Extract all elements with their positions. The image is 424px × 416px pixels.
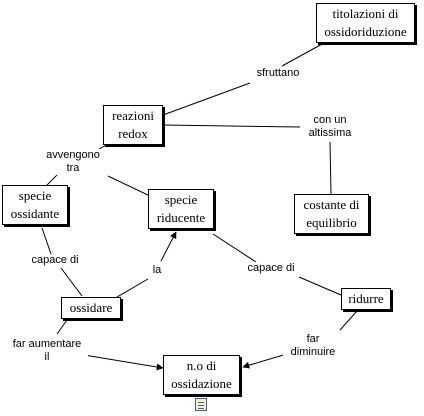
concept-reazioni-redox[interactable]: reazioni redox: [103, 105, 163, 145]
edge-capace-di-ridurre: [298, 276, 342, 296]
document-icon[interactable]: [195, 398, 207, 411]
edge-sfruttano-reazioni: [162, 82, 251, 116]
concept-specie-riducente[interactable]: specie riducente: [148, 189, 214, 229]
concept-costante-di-equilibrio[interactable]: costante di equilibrio: [294, 194, 369, 234]
edge-far-diminuire-no: [242, 352, 291, 369]
edge-avvengono-ossidante: [46, 174, 58, 186]
edge-avvengono-riducente: [107, 175, 151, 197]
edge-la-riducente: [160, 231, 177, 262]
link-label-sfruttano: sfruttano: [252, 67, 304, 80]
edge-ossidante-capace-di: [41, 227, 52, 255]
edge-titolazioni-sfruttano: [281, 42, 325, 67]
edge-ossidare-la: [116, 278, 149, 298]
edge-capace-di-ossidare: [60, 267, 83, 297]
concept-specie-ossidante[interactable]: specie ossidante: [2, 185, 68, 225]
edge-ridurre-far: [339, 310, 358, 331]
link-label-la: la: [150, 264, 164, 277]
link-label-far-aumentare-il: far aumentare il: [6, 338, 88, 364]
concept-ridurre[interactable]: ridurre: [341, 288, 391, 310]
concept-ossidare[interactable]: ossidare: [61, 297, 121, 319]
edge-ossidare-far-aumentare: [56, 319, 68, 335]
link-label-capace-di-riducente: capace di: [241, 262, 301, 275]
concept-titolazioni-di-ossidoriduzione[interactable]: titolazioni di ossidoriduzione: [316, 3, 415, 43]
link-label-far-diminuire: far diminuire: [283, 333, 343, 359]
edge-reazioni-con-un: [162, 124, 301, 128]
concept-no-di-ossidazione[interactable]: n.o di ossidazione: [163, 355, 240, 395]
link-label-con-un-altissima: con un altissima: [300, 114, 360, 140]
link-label-capace-di-ossidante: capace di: [26, 254, 84, 267]
edge-far-aumentare-no: [77, 353, 164, 371]
link-label-avvengono-tra: avvengono tra: [42, 149, 104, 175]
edge-riducente-capace-di: [212, 233, 257, 263]
edge-con-un-costante: [329, 141, 332, 195]
